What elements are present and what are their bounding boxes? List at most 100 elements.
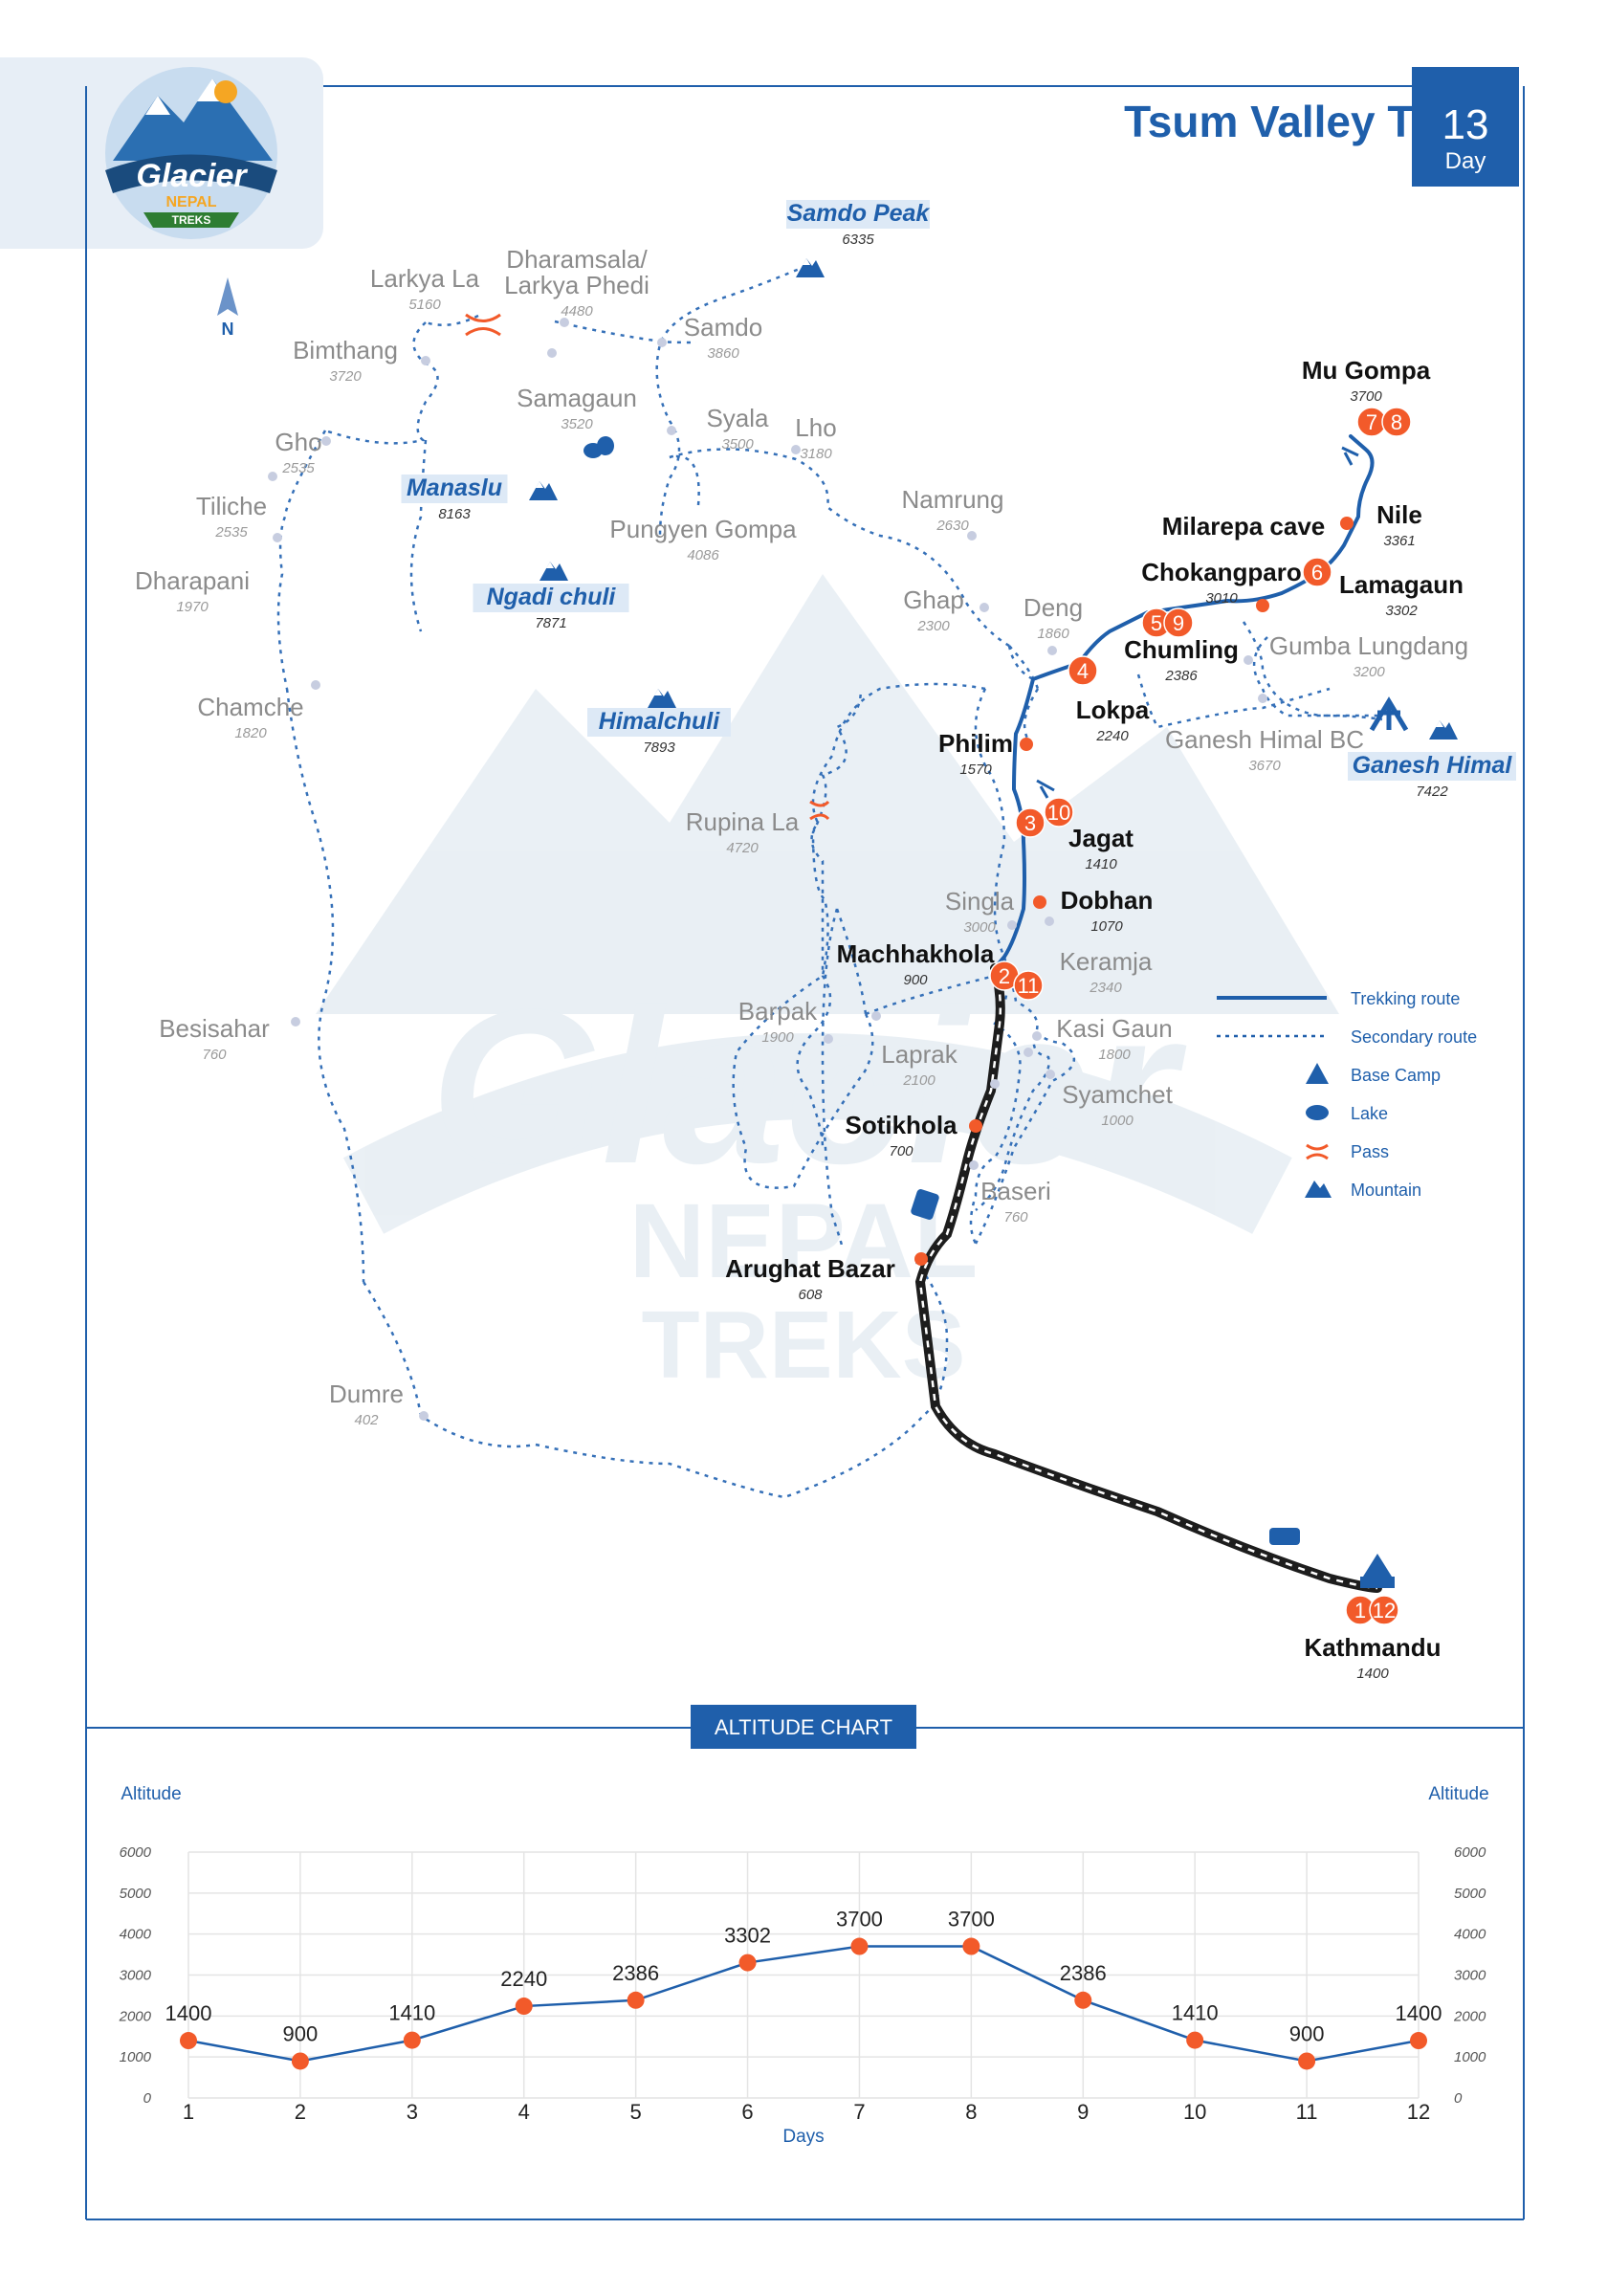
place-name: Nile: [1376, 500, 1422, 529]
secondary-stop-dot-13: [1047, 646, 1057, 655]
lake-icon-2: [597, 436, 614, 455]
place-altitude: 760: [1003, 1209, 1028, 1225]
place-altitude: 3302: [1385, 603, 1418, 619]
secondary-route-21: [975, 960, 1050, 1211]
chart-xtick: 3: [407, 2100, 418, 2124]
secondary-route-7: [362, 1262, 949, 1499]
chart-data-point: [515, 1998, 533, 2016]
place-name: Dobhan: [1061, 886, 1154, 915]
secondary-stop-dot-3: [547, 348, 557, 358]
logo-snow-icon: [145, 78, 228, 115]
place-altitude: 700: [889, 1143, 914, 1159]
secondary-stop-dot-15: [1258, 694, 1267, 703]
place-name: Mu Gompa: [1302, 356, 1431, 385]
legend-label-4: Lake: [1351, 1104, 1388, 1123]
chart-data-label: 1410: [1172, 2001, 1219, 2025]
chart-data-label: 1410: [388, 2001, 435, 2025]
mountain-name: Ganesh Himal: [1353, 752, 1513, 779]
place-name: Larkya La: [370, 264, 480, 293]
day-marker-label-3: 3: [1024, 811, 1036, 835]
chart-xtick: 2: [295, 2100, 306, 2124]
secondary-stop-dot-26: [291, 1017, 300, 1027]
mountain-altitude: 7422: [1416, 784, 1448, 800]
day-marker-label-9: 9: [1173, 611, 1184, 635]
place-name: Lho: [795, 413, 836, 442]
place-name: Samagaun: [517, 384, 637, 412]
place-name: Keramja: [1060, 947, 1153, 976]
place-name: Kathmandu: [1305, 1633, 1442, 1662]
day-marker-8: [1381, 407, 1412, 437]
chart-data-label: 900: [1289, 2021, 1325, 2045]
chart-ytick-right: 0: [1454, 2090, 1463, 2107]
place-name: Philim: [938, 729, 1013, 758]
place-name: Singla: [945, 887, 1015, 916]
place-altitude: 1970: [176, 599, 209, 615]
road-centerline: [918, 967, 1378, 1590]
watermark-brand-3: TREKS: [642, 1292, 966, 1399]
logo-mountain-icon: [113, 78, 273, 161]
days-badge: 13 Day: [1412, 67, 1519, 187]
chart-data-label: 2386: [612, 1961, 659, 1985]
day-marker-label-12: 12: [1373, 1599, 1396, 1623]
chart-ytick-left: 2000: [119, 2008, 152, 2024]
days-number: 13: [1442, 101, 1489, 148]
place-name: Dumre: [329, 1380, 404, 1408]
secondary-route-3: [425, 314, 479, 327]
chart-ytick-left: 5000: [120, 1886, 152, 1902]
place-altitude: 2535: [214, 524, 248, 541]
place-name: Ghap: [903, 585, 964, 614]
chart-xtick: 5: [630, 2100, 642, 2124]
tent-icon: [1369, 696, 1409, 732]
place-altitude: 1800: [1098, 1047, 1131, 1063]
place-altitude: 3180: [800, 446, 832, 462]
day-marker-label-7: 7: [1366, 410, 1377, 434]
secondary-stop-dot-1: [560, 318, 569, 327]
secondary-stop-dot-22: [990, 1079, 1000, 1089]
trekking-route: [993, 434, 1375, 970]
secondary-stop-dot-5: [321, 436, 331, 446]
mountain-name: Manaslu: [407, 475, 502, 501]
chart-data-point: [180, 2032, 197, 2050]
day-marker-label-1: 1: [1354, 1599, 1366, 1623]
place-name: Samdo: [684, 313, 762, 342]
mountain-altitude: 6335: [842, 232, 874, 248]
place-name: Arughat Bazar: [725, 1254, 895, 1283]
chart-ytick-right: 1000: [1454, 2049, 1486, 2065]
pass-icon-larkya: [465, 313, 501, 337]
place-altitude: 3500: [721, 436, 754, 453]
place-altitude: 3010: [1205, 590, 1238, 607]
place-name: Dharamsala/: [506, 245, 648, 274]
day-marker-label-5: 5: [1151, 611, 1162, 635]
legend-label-6: Mountain: [1351, 1181, 1421, 1200]
chart-ytick-left: 1000: [120, 2049, 152, 2065]
chart-data-point: [291, 2052, 309, 2070]
day-marker-12: [1369, 1595, 1399, 1625]
place-altitude: 2300: [916, 618, 950, 634]
chart-data-point: [1410, 2032, 1427, 2050]
chart-ylabel-right: Altitude: [1428, 1784, 1488, 1804]
secondary-stop-dot-18: [824, 1034, 833, 1044]
day-marker-6: [1302, 557, 1332, 587]
place-name: Barpak: [738, 997, 818, 1026]
main-stop-dot-2: [1020, 738, 1033, 751]
day-marker-label-10: 10: [1047, 801, 1070, 825]
place-name-2: Larkya Phedi: [504, 271, 649, 299]
place-altitude: 2630: [936, 518, 969, 534]
mountain-altitude: 7893: [643, 740, 675, 756]
secondary-stop-dot-6: [268, 472, 277, 481]
chart-xtick: 11: [1296, 2100, 1318, 2124]
place-name: Milarepa cave: [1162, 512, 1326, 541]
place-name: Syamchet: [1062, 1080, 1173, 1109]
secondary-route-12: [1136, 673, 1331, 729]
place-name: Bimthang: [293, 336, 398, 364]
day-marker-label-4: 4: [1077, 659, 1089, 683]
hiker-icon-2: [1036, 779, 1055, 799]
place-name: Gumba Lungdang: [1269, 631, 1468, 660]
legend-label-5: Pass: [1351, 1142, 1389, 1161]
place-name: Namrung: [902, 485, 1004, 514]
place-altitude: 2240: [1095, 728, 1129, 744]
chart-ytick-left: 3000: [120, 1968, 152, 1984]
